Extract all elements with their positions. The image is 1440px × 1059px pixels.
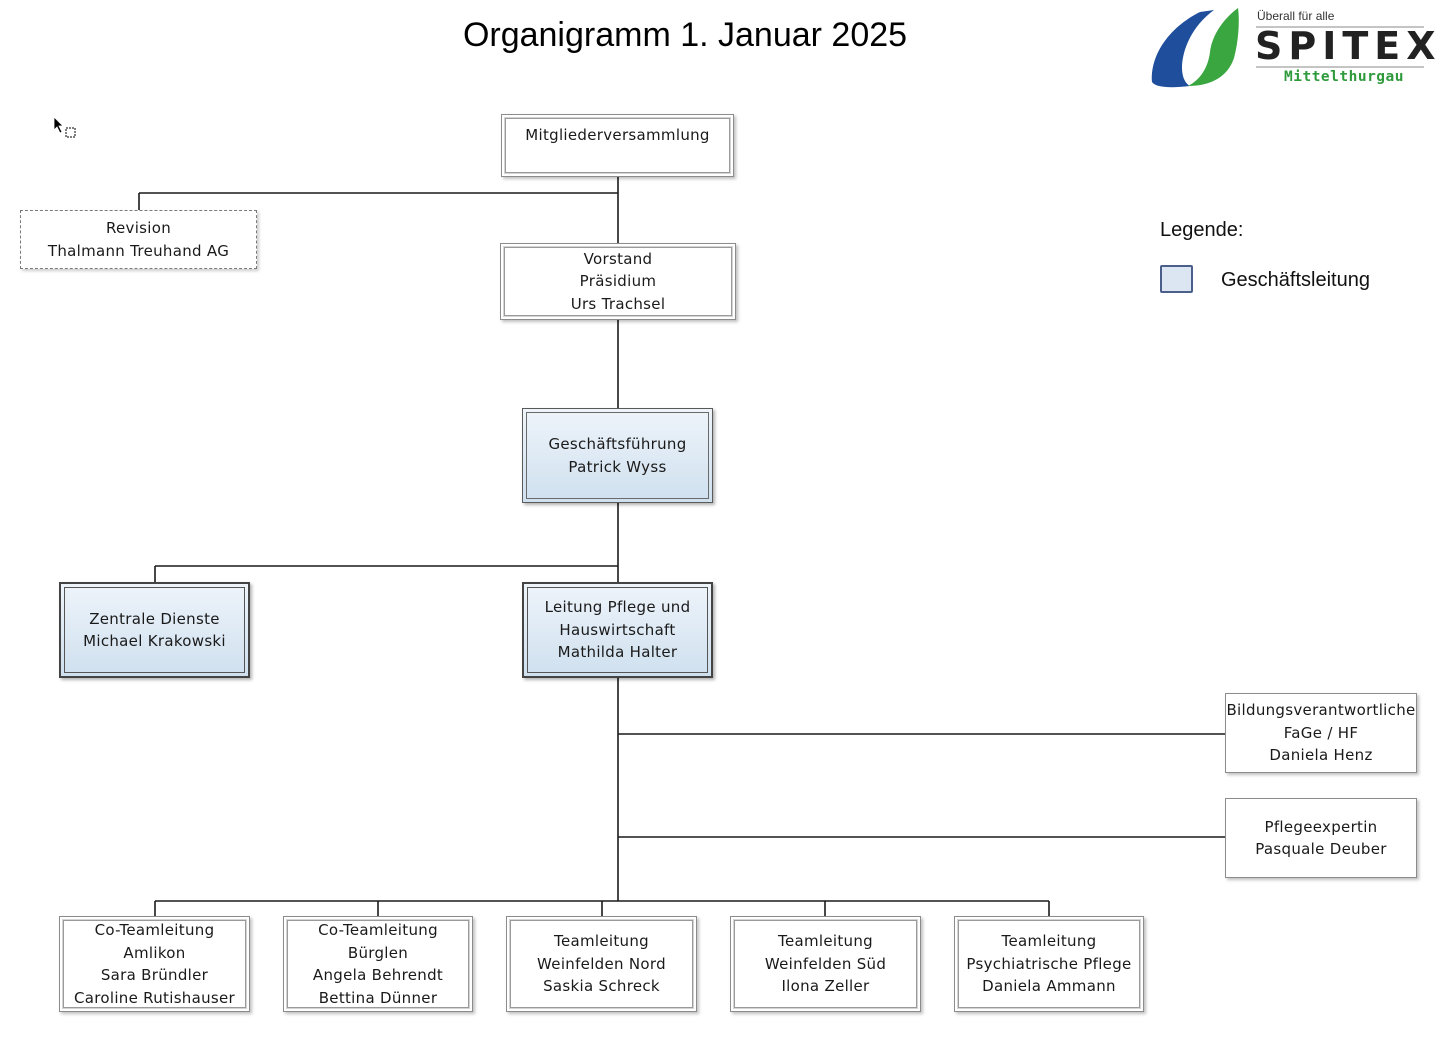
legend-title: Legende:: [1160, 219, 1244, 241]
node-text-line: Mathilda Halter: [557, 643, 678, 662]
node-mitgliederversammlung: Mitgliederversammlung: [501, 114, 734, 177]
node-text-line: Co-Teamleitung: [94, 921, 215, 939]
node-text-line: Daniela Henz: [1269, 746, 1373, 765]
node-text-line: Vorstand: [583, 249, 653, 268]
node-text-line: Bettina Dünner: [318, 988, 438, 1007]
logo-region: Mittelthurgau: [1284, 69, 1404, 85]
node-text-line: Daniela Ammann: [982, 977, 1116, 996]
legend-label: Geschäftsleitung: [1221, 269, 1370, 291]
cursor-icon: [53, 116, 76, 138]
node-text-line: Michael Krakowski: [83, 632, 226, 650]
node-text-line: Hauswirtschaft: [559, 620, 676, 639]
spitex-logo: [1151, 8, 1424, 88]
node-text-line: Saskia Schreck: [543, 977, 660, 996]
node-text-line: Co-Teamleitung: [318, 921, 438, 939]
node-text-line: Zentrale Dienste: [89, 609, 220, 628]
node-text-line: Bildungsverantwortliche: [1226, 701, 1416, 720]
node-text-line: Thalmann Treuhand AG: [47, 241, 230, 260]
logo-blue-swoosh: [1151, 10, 1214, 88]
node-text-line: Geschäftsführung: [548, 435, 687, 453]
node-text-line: Caroline Rutishauser: [73, 988, 236, 1007]
node-text-line: Bürglen: [347, 943, 409, 962]
node-text-line: Amlikon: [123, 943, 186, 962]
node-text-line: Angela Behrendt: [312, 966, 444, 984]
node-text-line: Patrick Wyss: [568, 457, 667, 476]
logo-tagline: Überall für alle: [1257, 9, 1335, 23]
legend-swatch: [1160, 265, 1193, 293]
node-text-line: Pasquale Deuber: [1255, 840, 1387, 858]
node-text-line: Ilona Zeller: [781, 977, 870, 996]
node-text-line: Psychiatrische Pflege: [966, 954, 1132, 973]
node-text-line: Teamleitung: [778, 932, 873, 951]
node-text-line: Weinfelden Nord: [537, 954, 666, 973]
node-text-line: Weinfelden Süd: [764, 954, 887, 973]
node-text-line: Präsidium: [579, 272, 657, 291]
node-text-line: Leitung Pflege und: [544, 598, 691, 617]
node-text-line: FaGe / HF: [1283, 723, 1359, 742]
page-title: Organigramm 1. Januar 2025: [462, 16, 908, 54]
node-text-line: Teamleitung: [554, 932, 649, 951]
node-text-line: Urs Trachsel: [570, 294, 666, 313]
node-text-line: Pflegeexpertin: [1264, 817, 1378, 836]
node-text-line: Revision: [105, 219, 172, 237]
node-text-line: Teamleitung: [1001, 932, 1097, 951]
logo-name: SPITEX: [1255, 24, 1440, 68]
logo-green-swoosh: [1188, 8, 1239, 86]
node-text-line: Mitgliederversammlung: [525, 126, 710, 144]
node-text-line: Sara Bründler: [100, 966, 209, 984]
